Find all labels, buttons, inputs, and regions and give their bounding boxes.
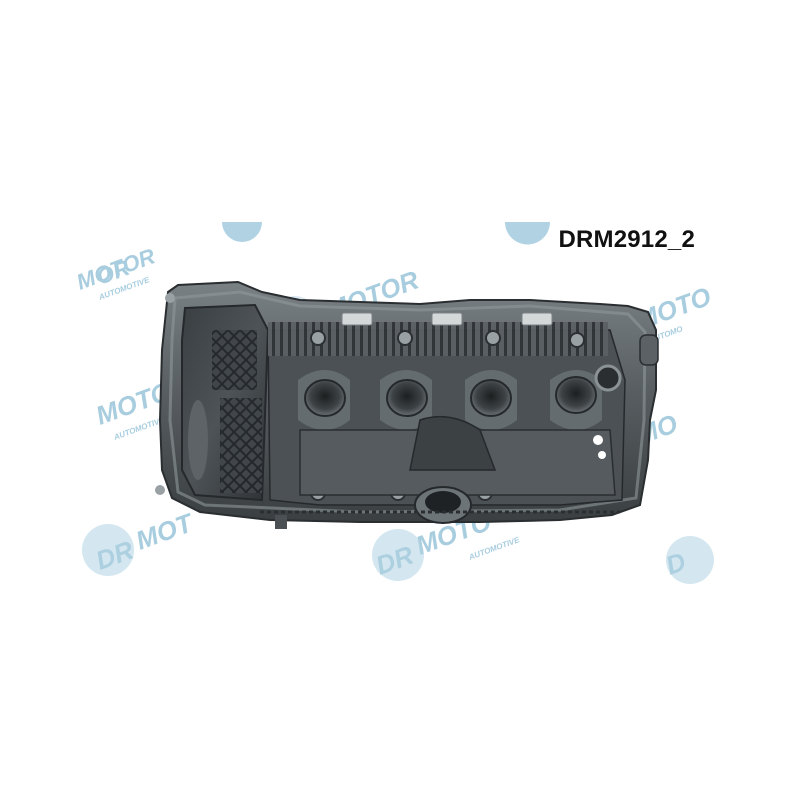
spark-plug-bores xyxy=(298,370,602,430)
rail-clips xyxy=(341,312,553,326)
valve-cover xyxy=(155,280,659,529)
svg-text:MOT: MOT xyxy=(132,507,199,556)
product-code-label: DRM2912_2 xyxy=(558,226,695,253)
oil-filler-neck xyxy=(414,486,472,524)
